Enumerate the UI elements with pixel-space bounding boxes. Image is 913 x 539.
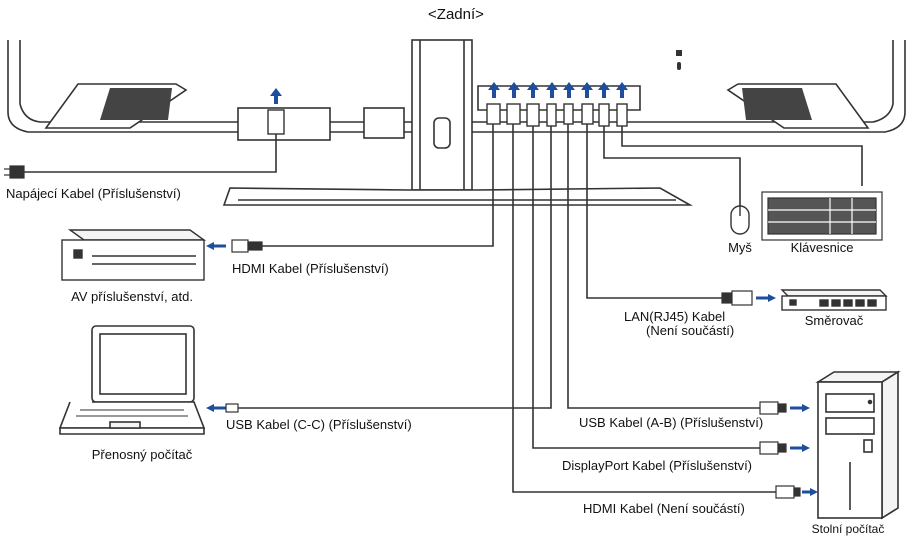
keyboard-icon [761, 191, 883, 241]
label-hdmi-cable-not-included: HDMI Kabel (Není součástí) [583, 501, 745, 516]
desktop-tower-icon [815, 370, 901, 520]
lan-plug [721, 290, 753, 306]
label-mouse: Myš [728, 240, 752, 255]
label-laptop: Přenosný počítač [91, 447, 193, 462]
monitor-rear [7, 39, 906, 206]
hdmi-plug-left [231, 239, 263, 253]
label-router: Směrovač [804, 313, 864, 328]
label-desktop: Stolní počítač [811, 522, 885, 536]
av-device-icon [61, 229, 207, 281]
laptop-icon [58, 325, 206, 435]
monitor-connectors [267, 103, 628, 135]
label-usb-ab-cable: USB Kabel (A-B) (Příslušenství) [579, 415, 764, 430]
cables [22, 124, 863, 493]
label-displayport-cable: DisplayPort Kabel (Příslušenství) [562, 458, 753, 473]
right-plugs [759, 401, 801, 499]
label-hdmi-cable-accessory: HDMI Kabel (Příslušenství) [232, 261, 389, 276]
label-av-accessory: AV příslušenství, atd. [71, 289, 193, 304]
label-usb-cc-cable: USB Kabel (C-C) (Příslušenství) [226, 417, 412, 432]
power-plug-icon [4, 165, 25, 179]
label-keyboard: Klávesnice [790, 240, 854, 255]
router-icon [780, 289, 888, 311]
usb-c-plug-left [225, 403, 239, 413]
port-arrows [270, 82, 628, 104]
label-lan-cable: LAN(RJ45) Kabel [624, 309, 726, 324]
mouse-icon [730, 205, 750, 235]
label-lan-not-included: (Není součástí) [646, 323, 735, 338]
label-power-cable: Napájecí Kabel (Příslušenství) [6, 186, 181, 201]
diagram-title: <Zadní> [428, 6, 484, 23]
